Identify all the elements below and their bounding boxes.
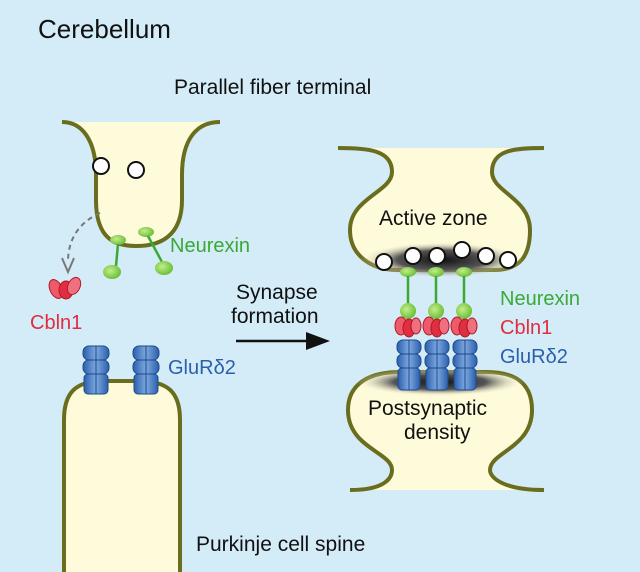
synaptic-vesicle	[127, 161, 145, 179]
presynaptic-label: Parallel fiber terminal	[174, 76, 372, 99]
active-zone-label: Active zone	[379, 207, 488, 230]
glurd2-icon	[132, 345, 160, 395]
cbln1-icon	[450, 316, 478, 338]
psd-label-line1: Postsynaptic	[368, 397, 488, 420]
neurexin-label-right: Neurexin	[500, 288, 581, 310]
synaptic-vesicle	[477, 247, 495, 265]
diagram-title: Cerebellum	[38, 14, 171, 44]
psd-label-line2: density	[404, 421, 471, 444]
cbln1-icon	[422, 316, 450, 338]
synapse-formation-label-line2: formation	[231, 305, 319, 328]
neurexin-label-left: Neurexin	[170, 235, 251, 257]
cbln1-release-arrowhead-icon	[61, 257, 75, 275]
glurd2-label-right: GluRδ2	[500, 346, 568, 368]
synaptic-vesicle	[453, 241, 471, 259]
left-postsynaptic-membrane	[62, 379, 182, 572]
cbln1-icon	[394, 316, 422, 338]
glurd2-icon	[452, 339, 478, 391]
neurexin-icon	[428, 267, 444, 319]
left-presynaptic-terminal	[62, 122, 220, 246]
synaptic-vesicle	[499, 251, 517, 269]
cbln1-release-arrow	[67, 212, 101, 263]
left-postsynaptic-spine	[64, 381, 180, 572]
synapse-formation-arrowhead-icon	[306, 332, 330, 350]
glurd2-icon	[396, 339, 422, 391]
right-postsynaptic-spine	[348, 372, 544, 490]
neurexin-icon	[400, 267, 416, 319]
synaptic-vesicle	[428, 247, 446, 265]
neurexin-icon	[138, 227, 173, 275]
synaptic-vesicle	[375, 253, 393, 271]
postsynaptic-label: Purkinje cell spine	[196, 533, 366, 556]
synaptic-vesicle	[92, 157, 110, 175]
neurexin-icon	[456, 267, 472, 319]
glurd2-icon	[424, 339, 450, 391]
left-presynaptic-membrane	[61, 120, 221, 249]
cbln1-label-left: Cbln1	[30, 312, 83, 334]
glurd2-label-left: GluRδ2	[168, 357, 236, 379]
glurd2-icon	[82, 345, 110, 395]
neurexin-icon	[103, 235, 126, 279]
synapse-formation-label-line1: Synapse	[236, 281, 318, 304]
cbln1-label-right: Cbln1	[500, 317, 553, 339]
synaptic-vesicle	[404, 247, 422, 265]
cbln1-icon	[48, 276, 82, 300]
